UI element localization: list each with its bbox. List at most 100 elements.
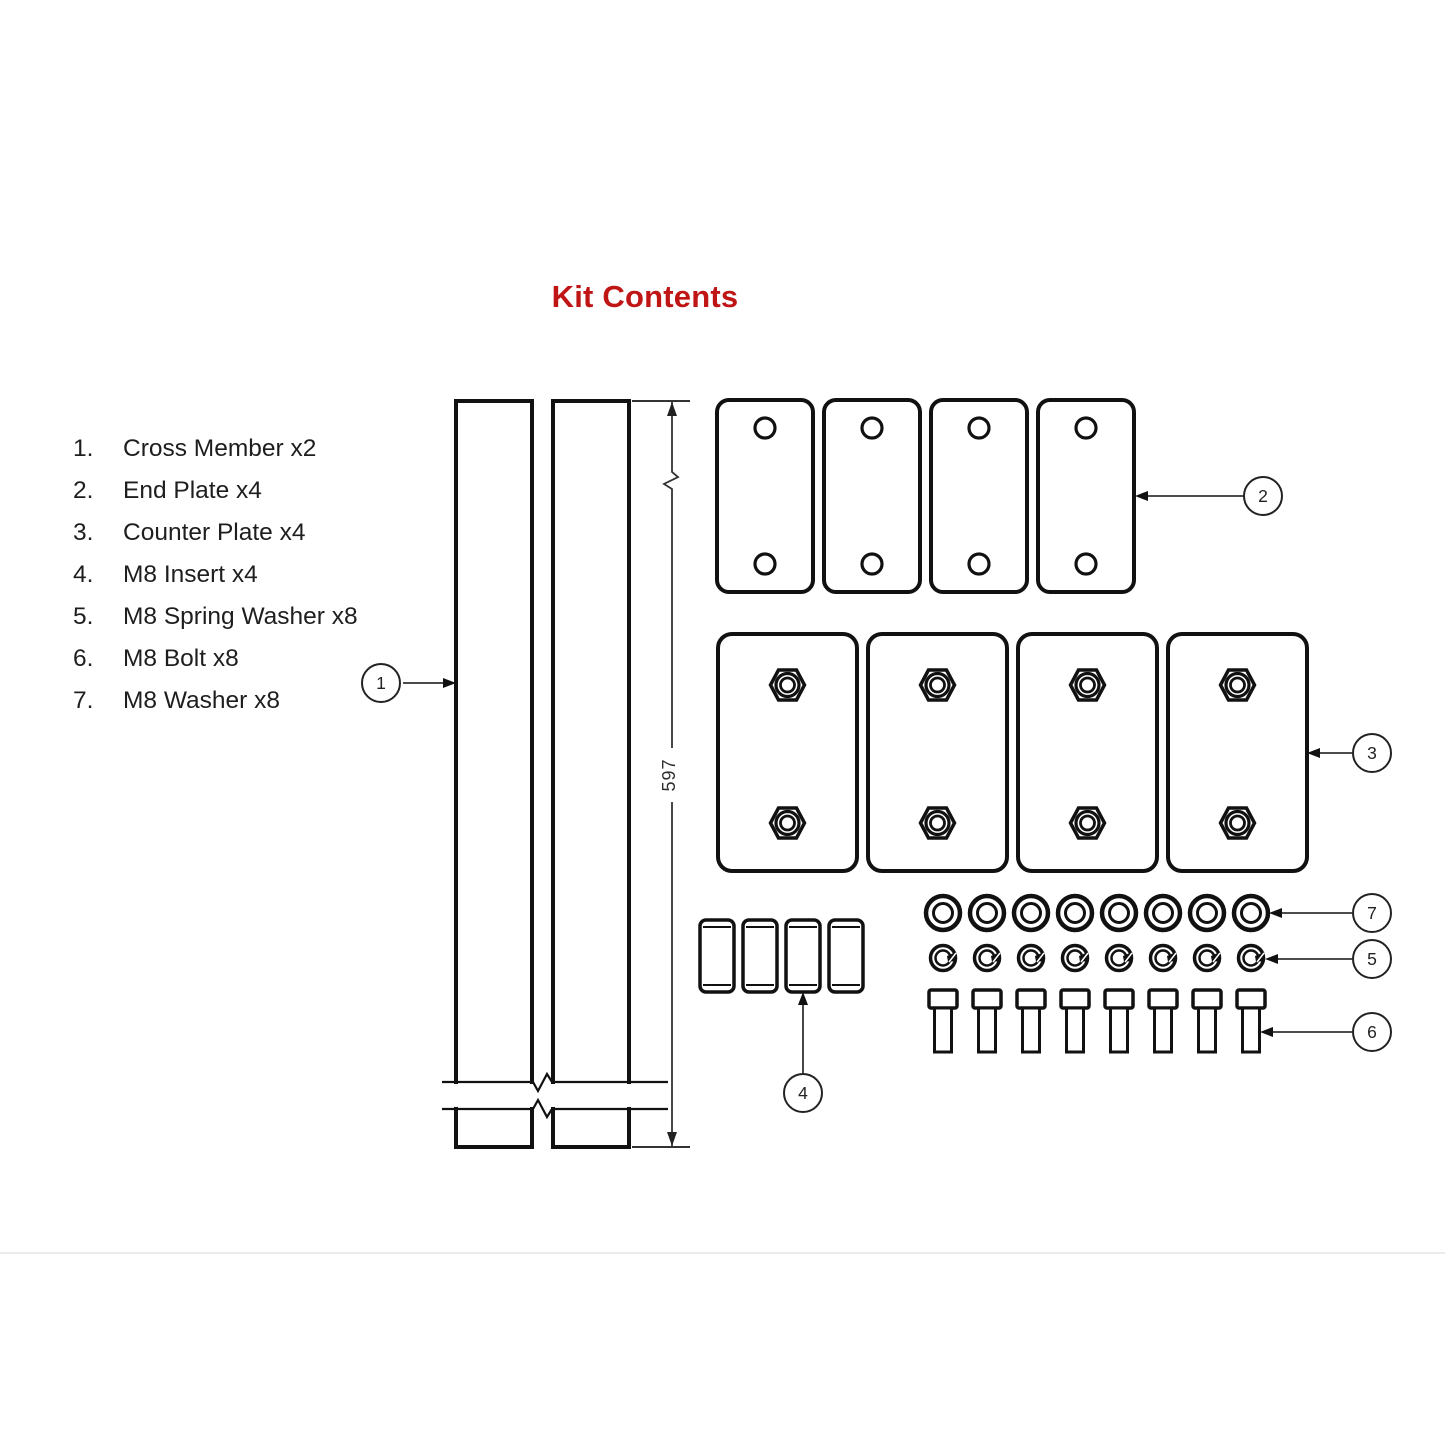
end-plate-2 <box>822 398 922 594</box>
m8-spring-washer-8 <box>1236 943 1266 973</box>
break-line-bottom <box>442 1097 668 1120</box>
list-item-label: Cross Member x2 <box>123 435 317 462</box>
m8-washer-8 <box>1234 896 1268 930</box>
m8-spring-washer-2 <box>972 943 1002 973</box>
dim-arrow-up <box>667 402 677 416</box>
callout-4-m8-insert: 4 <box>783 1073 823 1113</box>
leader-4-arrow <box>798 992 808 1005</box>
leader-7-arrow <box>1269 908 1282 918</box>
list-item-number: 6. <box>73 645 94 672</box>
callout-4-label: 4 <box>798 1082 808 1103</box>
m8-spring-washer-group <box>928 943 1266 973</box>
callout-5-label: 5 <box>1367 948 1377 969</box>
list-item-number: 2. <box>73 477 94 504</box>
dim-arrow-down <box>667 1132 677 1146</box>
leader-3-arrow <box>1307 748 1320 758</box>
list-item-number: 7. <box>73 687 94 714</box>
m8-washer-7 <box>1190 896 1224 930</box>
m8-bolt-3 <box>1015 988 1047 1054</box>
m8-insert-2 <box>741 918 779 994</box>
list-item: 5. M8 Spring Washer x8 <box>73 596 358 638</box>
counter-plate-2 <box>868 634 1007 871</box>
m8-spring-washer-7 <box>1192 943 1222 973</box>
counter-plate-group <box>718 634 1307 871</box>
callout-2-label: 2 <box>1258 485 1268 506</box>
m8-insert-4 <box>827 918 865 994</box>
list-item-number: 1. <box>73 435 94 462</box>
callout-1-cross-member: 1 <box>361 663 401 703</box>
list-item-number: 3. <box>73 519 94 546</box>
dimension-value: 597 <box>659 758 679 792</box>
leader-2-arrow <box>1135 491 1148 501</box>
callout-6-m8-bolt: 6 <box>1352 1012 1392 1052</box>
list-item-label: M8 Insert x4 <box>123 561 258 588</box>
dim-line-upper <box>662 402 680 748</box>
list-item-label: M8 Washer x8 <box>123 687 281 714</box>
counter-plate-1 <box>718 634 857 871</box>
m8-washer-6 <box>1146 896 1180 930</box>
end-plate-1 <box>715 398 815 594</box>
m8-spring-washer-6 <box>1148 943 1178 973</box>
m8-bolt-2 <box>971 988 1003 1054</box>
page-title: Kit Contents <box>551 279 739 314</box>
break-line-top <box>442 1071 668 1094</box>
m8-spring-washer-5 <box>1104 943 1134 973</box>
m8-bolt-5 <box>1103 988 1135 1054</box>
callout-7-m8-washer: 7 <box>1352 893 1392 933</box>
end-plate-4 <box>1036 398 1136 594</box>
break-mask <box>438 1084 670 1107</box>
list-item-number: 4. <box>73 561 94 588</box>
leader-5-arrow <box>1265 954 1278 964</box>
m8-spring-washer-3 <box>1016 943 1046 973</box>
m8-insert-group <box>698 918 865 994</box>
m8-bolt-8 <box>1235 988 1267 1054</box>
m8-washer-3 <box>1014 896 1048 930</box>
callout-6-label: 6 <box>1367 1021 1377 1042</box>
list-item-label: End Plate x4 <box>123 477 262 504</box>
cross-member-2 <box>551 399 631 1149</box>
list-item: 6. M8 Bolt x8 <box>73 638 358 680</box>
callout-3-label: 3 <box>1367 742 1377 763</box>
m8-washer-5 <box>1102 896 1136 930</box>
parts-list: 1. Cross Member x2 2. End Plate x4 3. Co… <box>73 428 358 722</box>
list-item: 3. Counter Plate x4 <box>73 512 358 554</box>
list-item-label: M8 Spring Washer x8 <box>123 603 358 630</box>
m8-washer-2 <box>970 896 1004 930</box>
m8-insert-1 <box>698 918 736 994</box>
callout-2-end-plate: 2 <box>1243 476 1283 516</box>
m8-bolt-4 <box>1059 988 1091 1054</box>
m8-insert-3 <box>784 918 822 994</box>
m8-washer-group <box>926 896 1268 930</box>
leader-1-arrow <box>443 678 456 688</box>
list-item-label: M8 Bolt x8 <box>123 645 239 672</box>
dimension-597 <box>632 400 690 1148</box>
m8-bolt-group <box>927 988 1267 1054</box>
list-item: 4. M8 Insert x4 <box>73 554 358 596</box>
m8-bolt-6 <box>1147 988 1179 1054</box>
list-item: 7. M8 Washer x8 <box>73 680 358 722</box>
m8-washer-4 <box>1058 896 1092 930</box>
m8-spring-washer-4 <box>1060 943 1090 973</box>
counter-plate-3 <box>1018 634 1157 871</box>
m8-bolt-7 <box>1191 988 1223 1054</box>
m8-bolt-1 <box>927 988 959 1054</box>
callout-3-counter-plate: 3 <box>1352 733 1392 773</box>
list-item: 1. Cross Member x2 <box>73 428 358 470</box>
page-divider-line <box>0 1252 1445 1254</box>
counter-plate-4 <box>1168 634 1307 871</box>
cross-member-1 <box>454 399 534 1149</box>
end-plate-group <box>715 398 1136 594</box>
m8-washer-1 <box>926 896 960 930</box>
cross-member-group <box>438 399 670 1149</box>
callout-5-m8-spring-washer: 5 <box>1352 939 1392 979</box>
list-item-label: Counter Plate x4 <box>123 519 306 546</box>
list-item: 2. End Plate x4 <box>73 470 358 512</box>
leader-lines <box>403 491 1352 1073</box>
callout-1-label: 1 <box>376 672 386 693</box>
end-plate-3 <box>929 398 1029 594</box>
m8-spring-washer-1 <box>928 943 958 973</box>
leader-6-arrow <box>1260 1027 1273 1037</box>
callout-7-label: 7 <box>1367 902 1377 923</box>
